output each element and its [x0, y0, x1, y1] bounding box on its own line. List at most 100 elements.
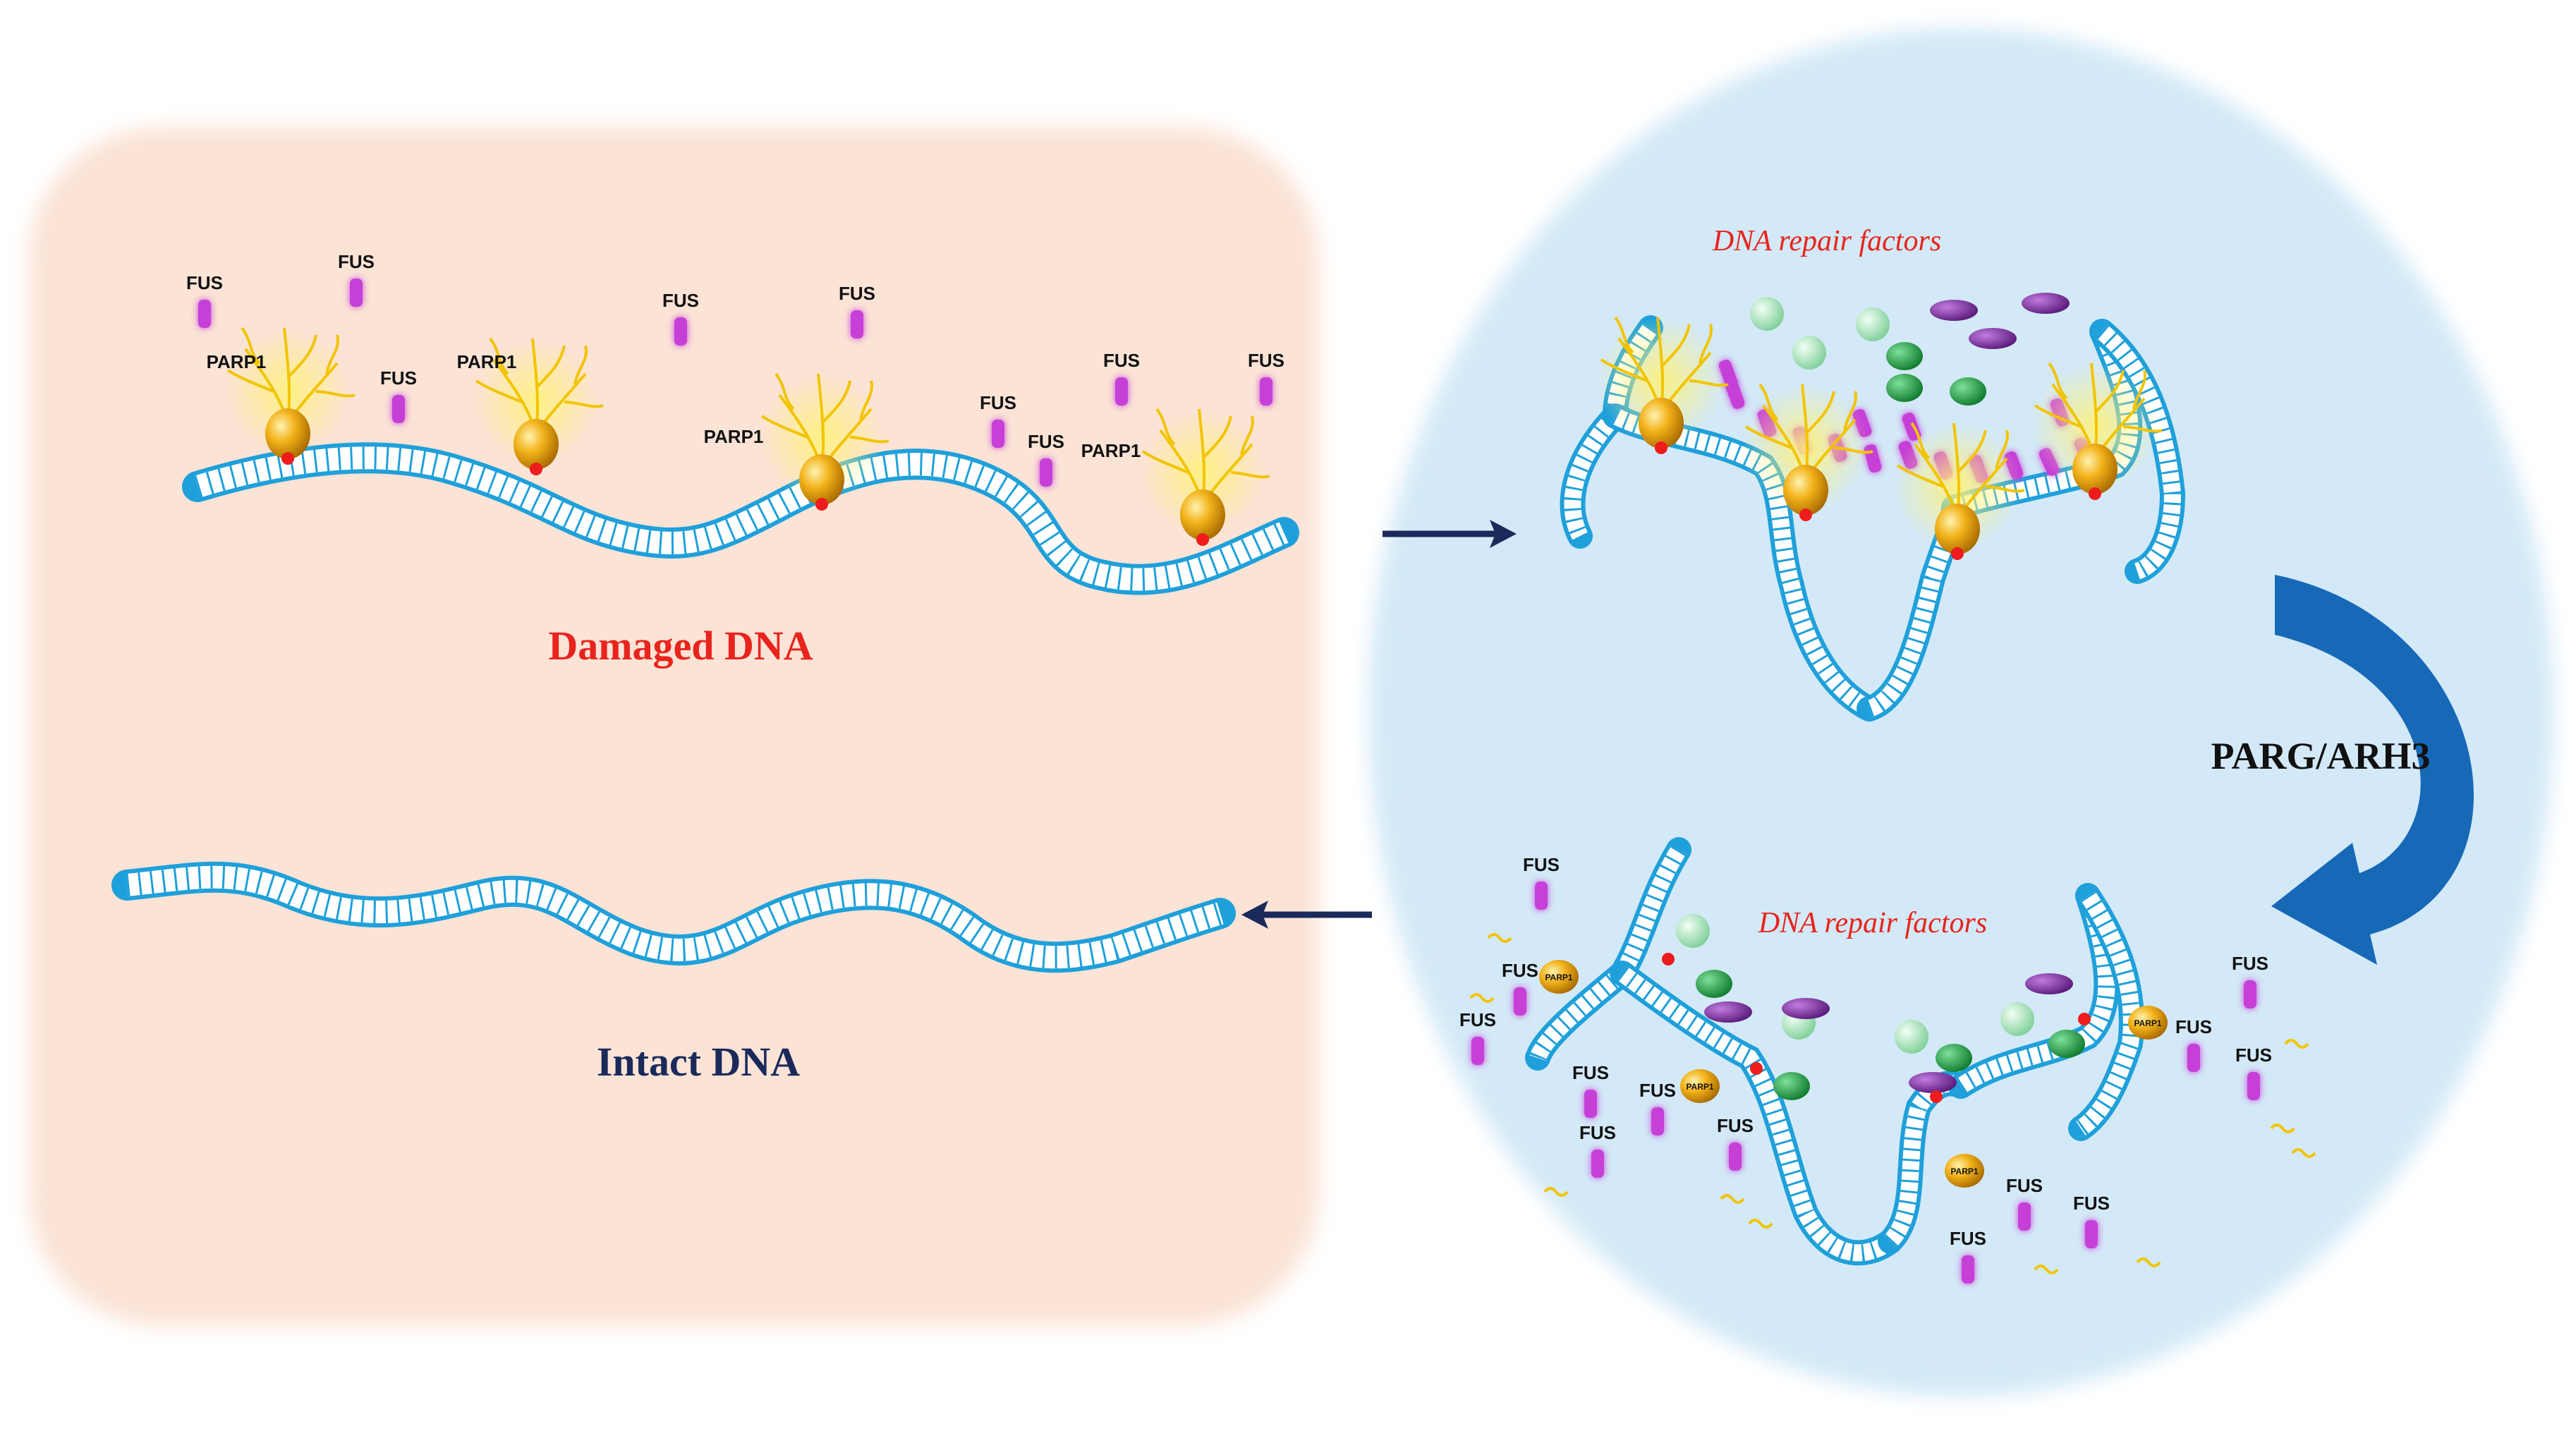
repair-factor-icon: [1782, 998, 1830, 1019]
fus-protein-icon: [1471, 1037, 1484, 1065]
curved-arrow-icon: [2271, 575, 2474, 965]
parp1-small-label: PARP1: [1950, 1166, 1978, 1176]
repair-factor-icon: [2025, 973, 2073, 994]
fus-label: FUS: [338, 251, 375, 272]
fus-label: FUS: [2175, 1016, 2212, 1037]
intact-dna-strand: [111, 861, 1236, 973]
parp1-protein-icon: [1139, 408, 1270, 546]
dna-strand-icon: [2068, 883, 2144, 1141]
parp1-small-label: PARP1: [1545, 973, 1572, 982]
fus-label: FUS: [1572, 1062, 1609, 1083]
repair-factor-icon: [1792, 336, 1826, 370]
repair-factors-top-label: DNA repair factors: [1712, 225, 1941, 257]
repair-factor-icon: [1696, 970, 1732, 998]
repair-factor-icon: [1856, 307, 1890, 341]
dna-strand-icon: [1948, 883, 2120, 1099]
dna-strand-icon: [2089, 319, 2186, 584]
par-chain-icon: [1469, 993, 1495, 1003]
par-chain-icon: [2284, 1039, 2309, 1049]
repair-factor-icon: [1930, 300, 1978, 321]
fus-label: FUS: [1523, 854, 1560, 875]
parp1-protein-icon: [1742, 383, 1873, 521]
fus-protein-icon: [2085, 1220, 2098, 1248]
arrow-to-repair: [1383, 520, 1517, 548]
damage-site-icon: [1951, 547, 1964, 560]
par-chain-icon: [1720, 1194, 1745, 1204]
fus-label: FUS: [1502, 960, 1538, 981]
parg-arh3-label: PARG/ARH3: [2211, 735, 2431, 777]
damage-site-icon: [530, 463, 542, 475]
fus-label: FUS: [1248, 350, 1284, 371]
fus-protein-icon: [1584, 1090, 1597, 1118]
parp1-protein-icon: [2031, 362, 2163, 500]
repair-factor-icon: [1950, 377, 1986, 406]
fus-protein-icon: [1514, 987, 1526, 1016]
fus-protein-icon: [1725, 381, 1745, 409]
intact-dna-label: Intact DNA: [597, 1039, 800, 1085]
fus-label: FUS: [2232, 953, 2268, 974]
parp1-small-label: PARP1: [1686, 1082, 1713, 1092]
fus-protein-icon: [350, 279, 363, 307]
parp1-protein-icon: [1598, 316, 1729, 454]
damage-site-icon: [1750, 1062, 1763, 1075]
damage-site-icon: [815, 498, 828, 511]
repair-factor-icon: [1886, 342, 1923, 370]
repair-factor-icon: [1895, 1020, 1928, 1054]
fus-protein-icon: [1115, 377, 1128, 406]
damaged-dna-strand: [182, 442, 1299, 595]
repair-factor-icon: [1773, 1072, 1810, 1100]
parp1-label: PARP1: [457, 351, 517, 372]
fus-protein-icon: [2247, 1072, 2260, 1100]
fus-protein-icon: [1260, 377, 1272, 406]
dna-strand-icon: [182, 442, 1299, 595]
fus-label: FUS: [662, 290, 699, 311]
fus-protein-icon: [1591, 1150, 1604, 1178]
repair-factor-icon: [2022, 293, 2070, 314]
parp1-label: PARP1: [704, 426, 764, 447]
parp1-protein-icon: PARP1: [1680, 1069, 1720, 1103]
parp1-small-label: PARP1: [2134, 1018, 2161, 1028]
repair-factor-icon: [2000, 1002, 2034, 1036]
parp1-protein-icon: PARP1: [1539, 960, 1579, 994]
par-chain-icon: [2270, 1123, 2295, 1133]
fus-protein-icon: [1718, 360, 1738, 388]
fus-protein-icon: [1040, 458, 1052, 487]
arrow-to-intact: [1241, 901, 1372, 929]
repair-factors-bottom-label: DNA repair factors: [1758, 907, 1987, 939]
fus-label: FUS: [380, 367, 417, 389]
fus-label: FUS: [186, 272, 223, 293]
fus-label: FUS: [1950, 1228, 1986, 1249]
par-chain-icon: [1543, 1187, 1569, 1197]
par-chain-icon: [2291, 1148, 2316, 1158]
repair-factor-icon: [1909, 1072, 1957, 1093]
damage-site-icon: [1655, 441, 1667, 454]
parp1-label: PARP1: [207, 351, 267, 372]
fus-label: FUS: [980, 392, 1016, 413]
par-chain-icon: [2034, 1265, 2059, 1274]
repair-factor-icon: [1969, 328, 2017, 349]
fus-protein-icon: [992, 420, 1004, 448]
damage-site-icon: [1799, 508, 1812, 521]
damage-site-icon: [1930, 1090, 1943, 1103]
fus-protein-icon: [1651, 1107, 1664, 1135]
parp1-protein-icon: PARP1: [1945, 1154, 1984, 1188]
fus-label: FUS: [2006, 1175, 2043, 1196]
repair-factor-icon: [2048, 1030, 2085, 1058]
fus-protein-icon: [674, 317, 687, 346]
par-chain-icon: [1748, 1219, 1773, 1229]
damage-site-icon: [1196, 533, 1209, 546]
fus-protein-icon: [392, 395, 405, 423]
repair-factor-icon: [1936, 1044, 1972, 1072]
fus-protein-icon: [851, 310, 863, 339]
fus-label: FUS: [1103, 350, 1140, 371]
fus-label: FUS: [2073, 1193, 2110, 1214]
parp1-protein-icon: [758, 372, 889, 511]
fus-protein-icon: [198, 300, 211, 328]
fus-protein-icon: [2018, 1202, 2031, 1231]
damage-site-icon: [2078, 1013, 2091, 1025]
fus-label: FUS: [1717, 1115, 1754, 1136]
damaged-dna-label: Damaged DNA: [548, 623, 813, 669]
repair-factor-icon: [1676, 914, 1710, 948]
